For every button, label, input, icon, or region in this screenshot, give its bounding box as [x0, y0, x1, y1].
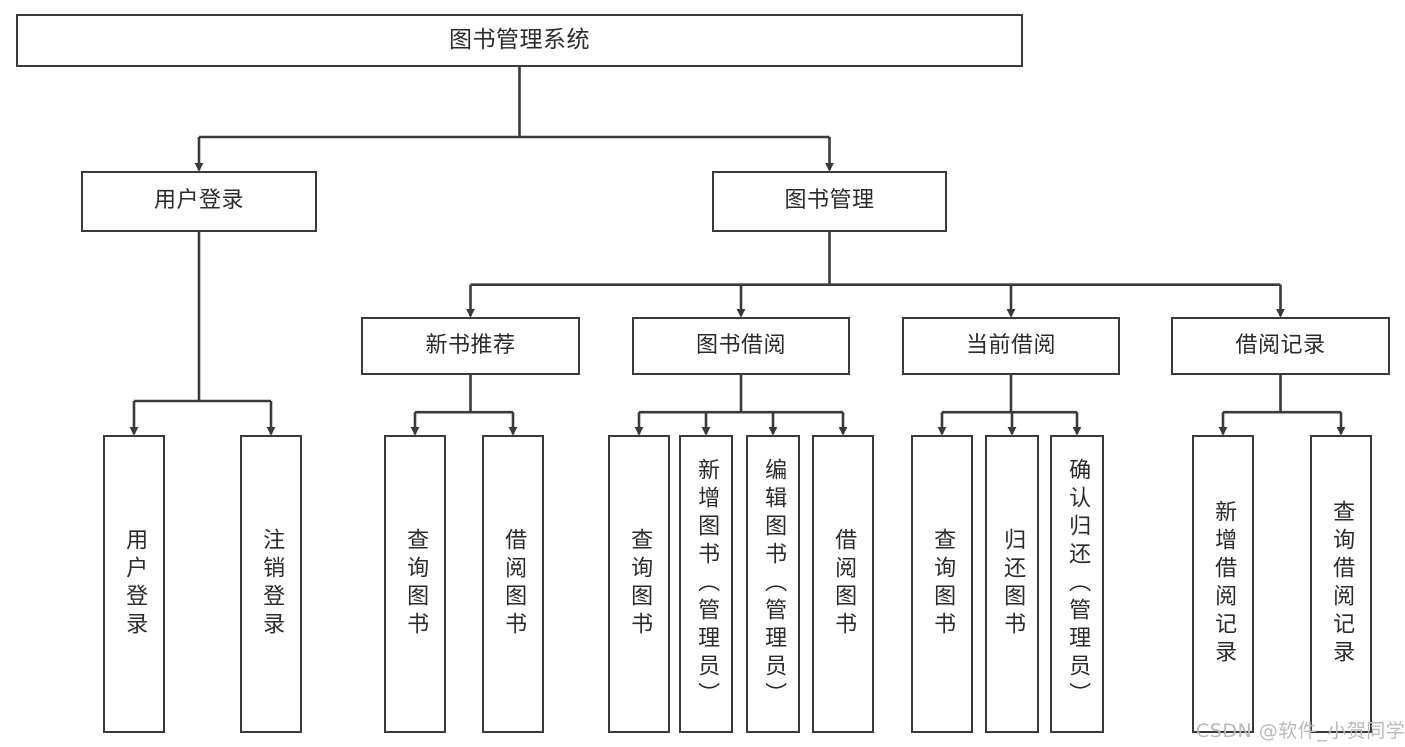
node-label: 新书推荐: [425, 332, 516, 358]
node-label: 新增图书（管理员）: [694, 458, 720, 710]
node-n-current[interactable]: 当前借阅: [902, 317, 1120, 375]
node-label: 注销登录: [259, 528, 285, 640]
node-l-addrec[interactable]: 新增借阅记录: [1192, 435, 1254, 733]
node-n-record[interactable]: 借阅记录: [1171, 317, 1390, 375]
node-l-logout[interactable]: 注销登录: [240, 435, 302, 733]
node-label: 借阅图书: [501, 528, 527, 640]
node-n-bookmgmt[interactable]: 图书管理: [712, 171, 947, 232]
node-l-addbook[interactable]: 新增图书（管理员）: [679, 435, 733, 733]
node-label: 确认归还（管理员）: [1065, 458, 1091, 710]
node-n-newbook[interactable]: 新书推荐: [361, 317, 580, 375]
node-l-confirm[interactable]: 确认归还（管理员）: [1050, 435, 1104, 733]
node-label: 查询图书: [627, 528, 653, 640]
csdn-watermark: CSDN @软件_小贺同学: [1196, 720, 1405, 742]
node-label: 图书管理: [784, 188, 875, 214]
node-label: 编辑图书（管理员）: [761, 458, 787, 710]
node-label: 图书管理系统: [449, 26, 590, 53]
node-l-borrowbook1[interactable]: 借阅图书: [482, 435, 544, 733]
node-label: 借阅图书: [831, 528, 857, 640]
node-root[interactable]: 图书管理系统: [16, 14, 1023, 67]
node-label: 用户登录: [153, 188, 244, 214]
node-l-qb2[interactable]: 查询图书: [608, 435, 670, 733]
node-label: 查询图书: [403, 528, 429, 640]
node-label: 新增借阅记录: [1211, 500, 1237, 668]
node-label: 归还图书: [1000, 528, 1026, 640]
node-l-return[interactable]: 归还图书: [985, 435, 1039, 733]
node-l-qb1[interactable]: 查询图书: [384, 435, 446, 733]
node-l-borrowbook2[interactable]: 借阅图书: [812, 435, 874, 733]
node-label: 用户登录: [122, 528, 148, 640]
node-l-userlogin[interactable]: 用户登录: [103, 435, 165, 733]
node-n-login[interactable]: 用户登录: [81, 171, 317, 232]
node-label: 查询图书: [930, 528, 956, 640]
node-l-editbook[interactable]: 编辑图书（管理员）: [746, 435, 800, 733]
node-n-borrow[interactable]: 图书借阅: [632, 317, 850, 375]
node-label: 借阅记录: [1235, 332, 1326, 358]
node-l-qb3[interactable]: 查询图书: [911, 435, 973, 733]
node-label: 查询借阅记录: [1329, 500, 1355, 668]
node-label: 图书借阅: [695, 332, 786, 358]
node-l-queryrec[interactable]: 查询借阅记录: [1310, 435, 1372, 733]
node-label: 当前借阅: [965, 332, 1056, 358]
